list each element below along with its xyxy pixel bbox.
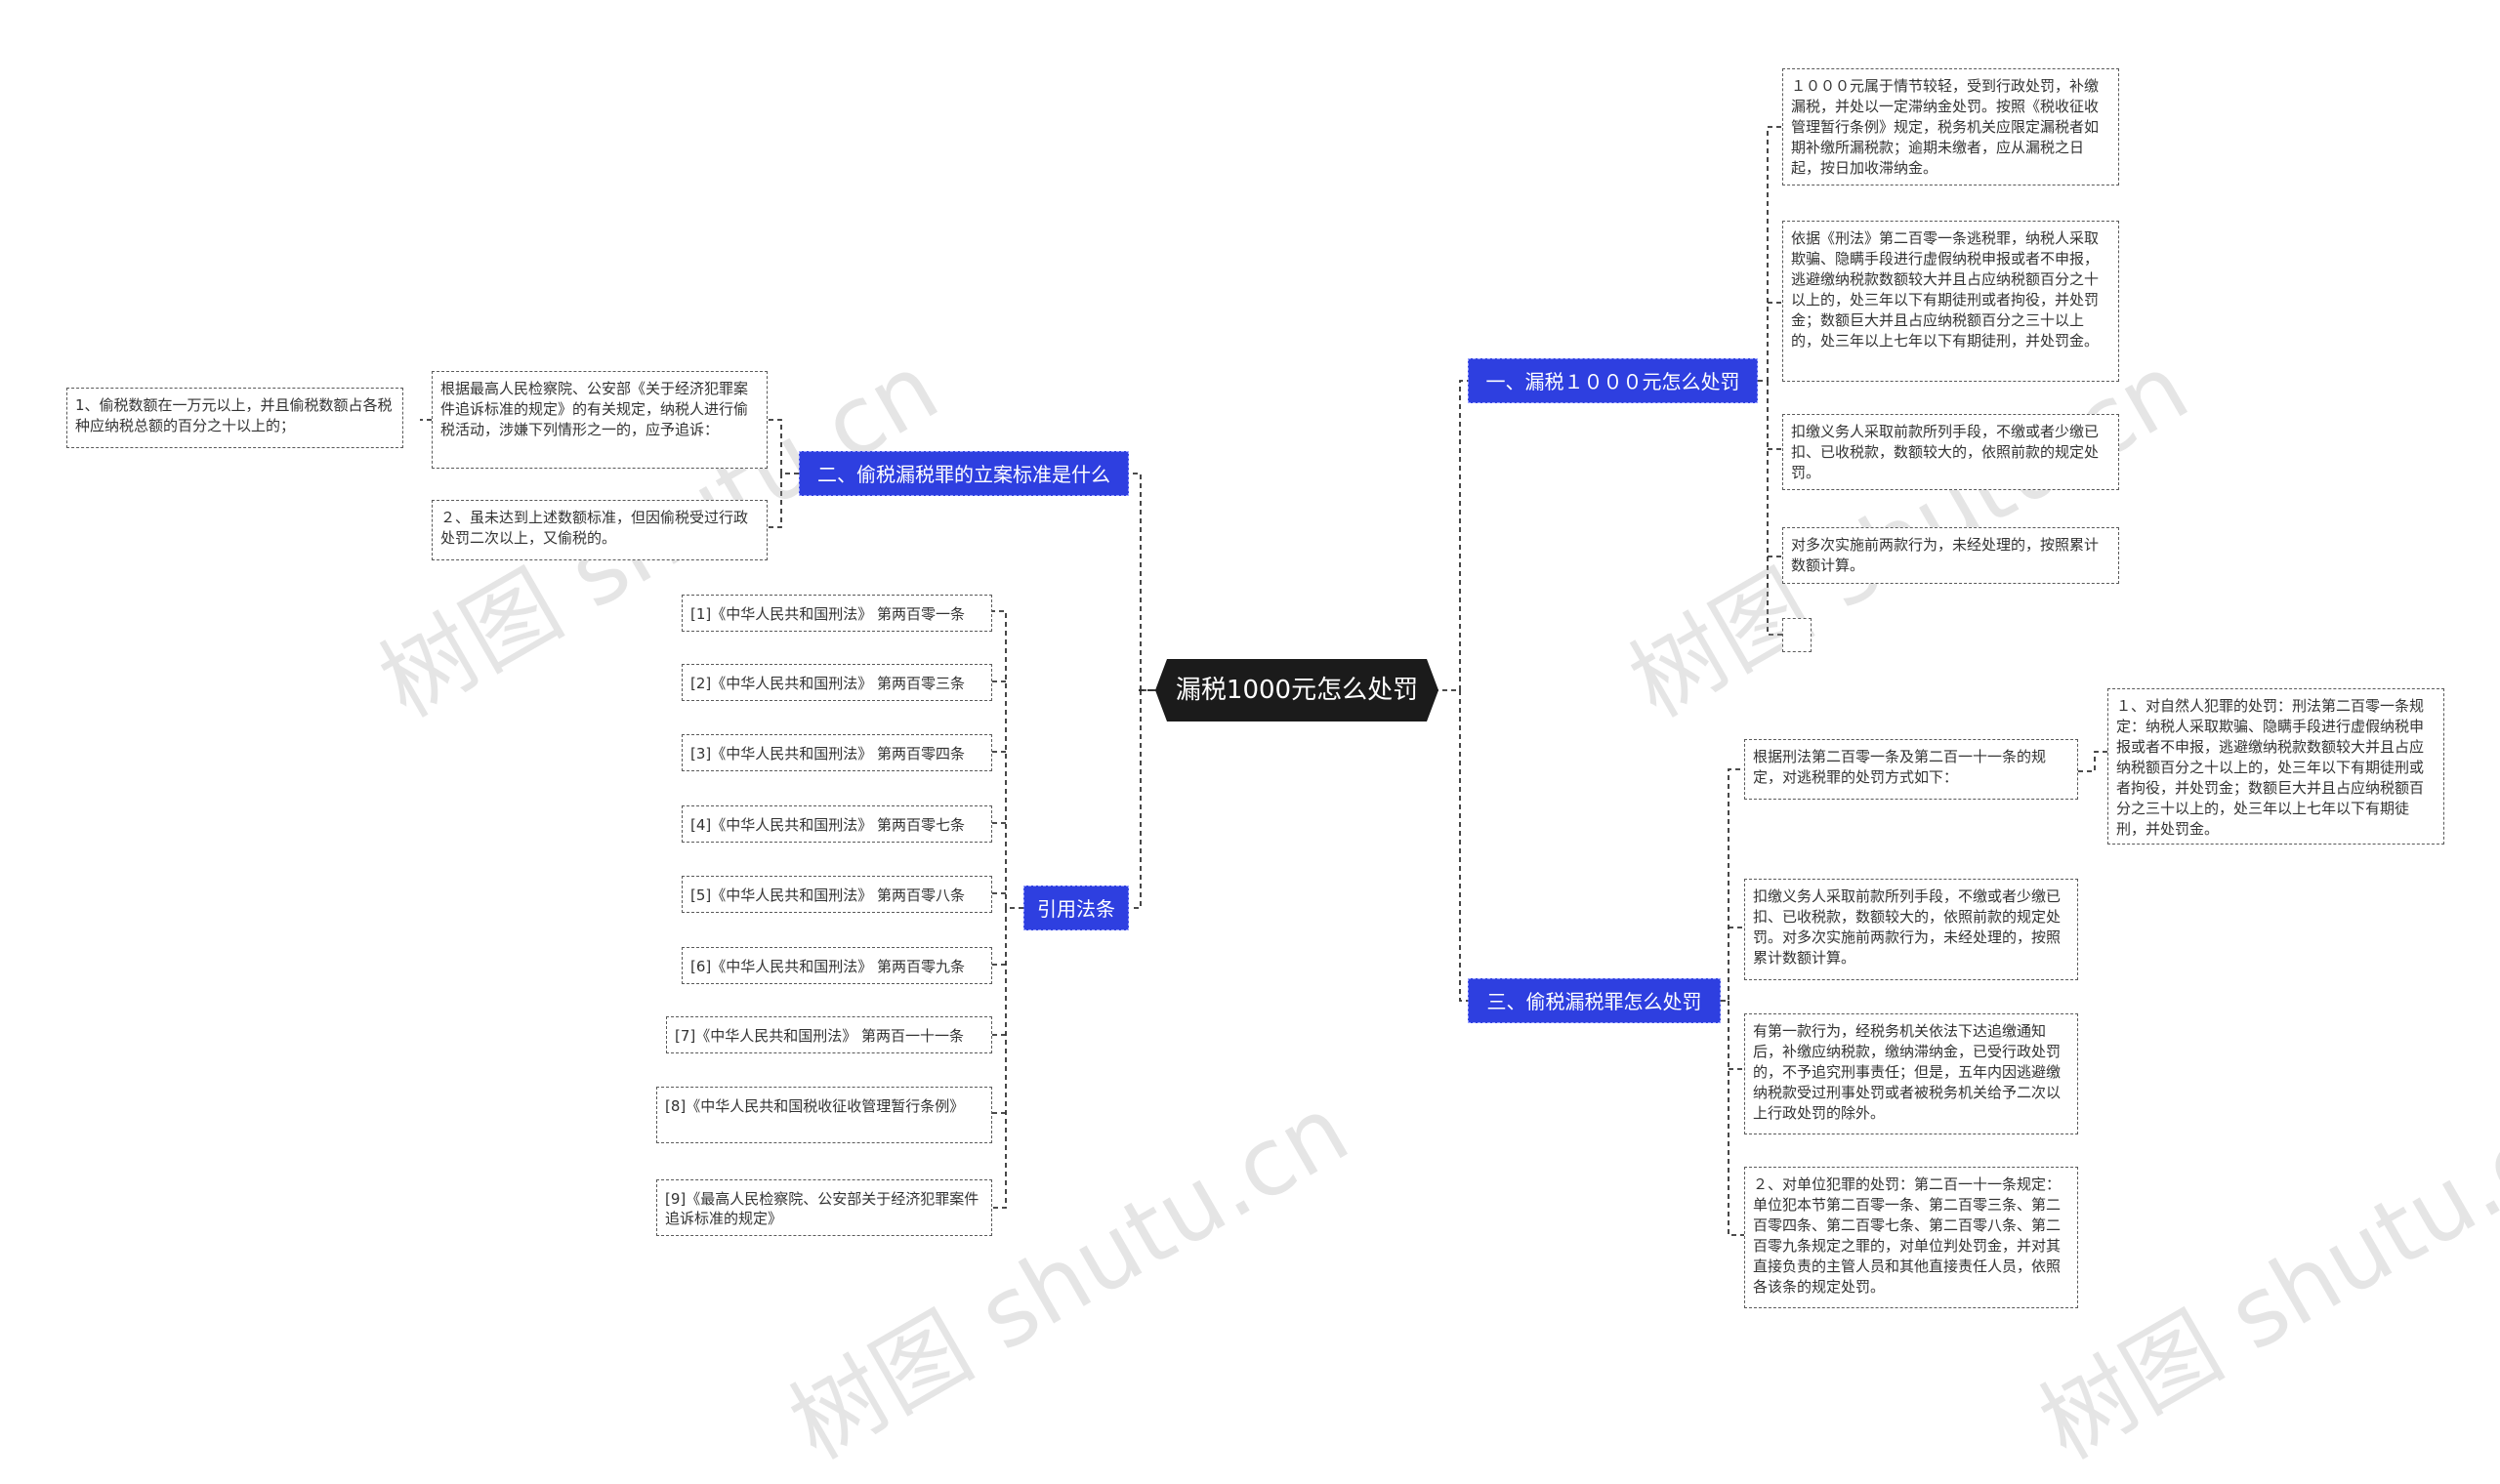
root-node[interactable]: 漏税1000元怎么处罚 xyxy=(1155,659,1438,721)
b4-ref-9: [9]《最高人民检察院、公安部关于经济犯罪案件追诉标准的规定》 xyxy=(656,1179,992,1236)
b1-leaf-1: １０００元属于情节较轻，受到行政处罚，补缴漏税，并处以一定滞纳金处罚。按照《税收… xyxy=(1782,68,2119,186)
b2-leaf-2: ２、虽未达到上述数额标准，但因偷税受过行政处罚二次以上，又偷税的。 xyxy=(432,500,768,560)
b3-leaf-2: 扣缴义务人采取前款所列手段，不缴或者少缴已扣、已收税款，数额较大的，依照前款的规… xyxy=(1744,879,2078,980)
b1-leaf-4: 对多次实施前两款行为，未经处理的，按照累计数额计算。 xyxy=(1782,527,2119,584)
branch-node-1[interactable]: 一、漏税１０００元怎么处罚 xyxy=(1468,358,1758,403)
b3-leaf-3: 有第一款行为，经税务机关依法下达追缴通知后，补缴应纳税款，缴纳滞纳金，已受行政处… xyxy=(1744,1013,2078,1134)
branch-node-2[interactable]: 二、偷税漏税罪的立案标准是什么 xyxy=(799,451,1129,496)
branch-node-4[interactable]: 引用法条 xyxy=(1023,886,1129,930)
b2-sub-leaf: 1、偷税数额在一万元以上，并且偷税数额占各税种应纳税总额的百分之十以上的； xyxy=(66,388,403,448)
b4-ref-5: [5]《中华人民共和国刑法》 第两百零八条 xyxy=(682,876,992,913)
b2-leaf-1: 根据最高人民检察院、公安部《关于经济犯罪案件追诉标准的规定》的有关规定，纳税人进… xyxy=(432,371,768,469)
b4-ref-1: [1]《中华人民共和国刑法》 第两百零一条 xyxy=(682,595,992,632)
b1-leaf-3: 扣缴义务人采取前款所列手段，不缴或者少缴已扣、已收税款，数额较大的，依照前款的规… xyxy=(1782,414,2119,490)
b4-ref-6: [6]《中华人民共和国刑法》 第两百零九条 xyxy=(682,947,992,984)
b4-ref-2: [2]《中华人民共和国刑法》 第两百零三条 xyxy=(682,664,992,701)
b1-leaf-2: 依据《刑法》第二百零一条逃税罪，纳税人采取欺骗、隐瞒手段进行虚假纳税申报或者不申… xyxy=(1782,221,2119,382)
b3-leaf-4: ２、对单位犯罪的处罚：第二百一十一条规定：单位犯本节第二百零一条、第二百零三条、… xyxy=(1744,1167,2078,1308)
b1-leaf-5-empty xyxy=(1782,618,1812,652)
b4-ref-4: [4]《中华人民共和国刑法》 第两百零七条 xyxy=(682,805,992,843)
branch-node-3[interactable]: 三、偷税漏税罪怎么处罚 xyxy=(1468,978,1721,1023)
b3-sub-leaf: １、对自然人犯罪的处罚：刑法第二百零一条规定：纳税人采取欺骗、隐瞒手段进行虚假纳… xyxy=(2107,688,2444,845)
b3-leaf-1: 根据刑法第二百零一条及第二百一十一条的规定，对逃税罪的处罚方式如下： xyxy=(1744,739,2078,800)
b4-ref-3: [3]《中华人民共和国刑法》 第两百零四条 xyxy=(682,734,992,771)
b4-ref-8: [8]《中华人民共和国税收征收管理暂行条例》 xyxy=(656,1087,992,1143)
b4-ref-7: [7]《中华人民共和国刑法》 第两百一十一条 xyxy=(666,1016,992,1053)
